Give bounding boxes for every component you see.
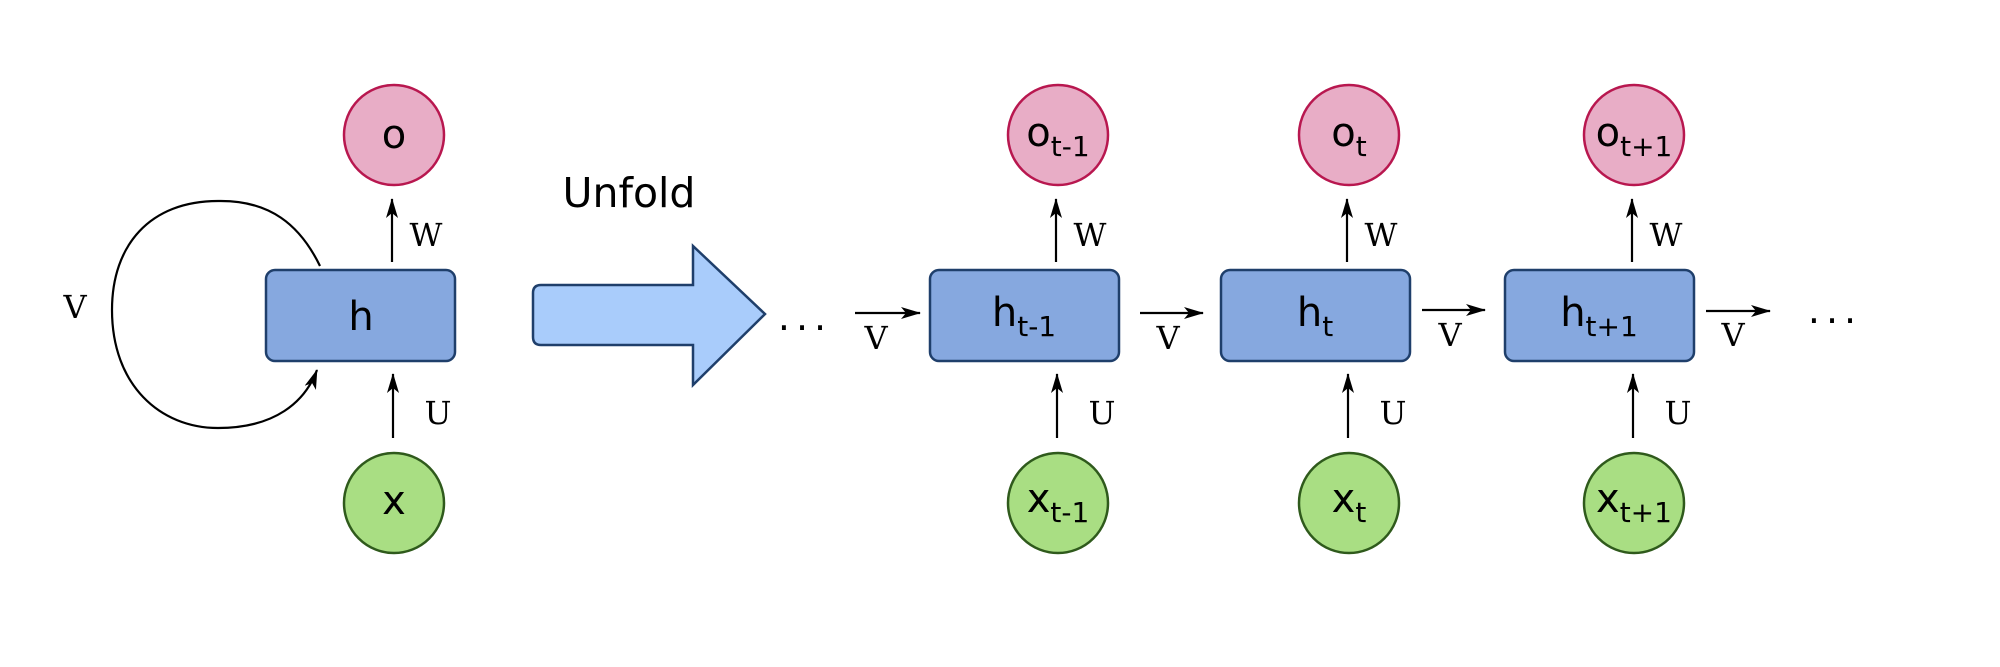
output-node: o xyxy=(342,83,446,187)
svg-text:xt: xt xyxy=(1332,476,1367,529)
unfold-arrow xyxy=(531,243,767,388)
recurrent-weight-label-out: V xyxy=(1720,316,1745,354)
svg-text:ht+1: ht+1 xyxy=(1560,290,1638,343)
unfolded-network: ... ... Vot-1Wht-1Uxt-1VotWhtUxtVot+1Wht… xyxy=(778,83,1862,555)
svg-text:ht: ht xyxy=(1297,290,1333,343)
hidden-node: h xyxy=(264,268,457,363)
input-weight-label: U xyxy=(1665,394,1692,432)
recurrent-weight-label: V xyxy=(62,288,87,326)
output-node: ot-1 xyxy=(1006,83,1110,187)
svg-text:xt+1: xt+1 xyxy=(1596,476,1672,529)
output-weight-label: W xyxy=(1650,216,1683,254)
svg-text:ht-1: ht-1 xyxy=(992,290,1056,343)
input-node: xt-1 xyxy=(1006,451,1110,555)
ellipsis-left: ... xyxy=(778,295,832,339)
input-node: xt+1 xyxy=(1582,451,1686,555)
recurrent-weight-label: V xyxy=(863,319,888,357)
folded-network: V o W h U x xyxy=(62,83,457,555)
input-node: x xyxy=(342,451,446,555)
svg-text:ot+1: ot+1 xyxy=(1596,110,1673,163)
svg-text:h: h xyxy=(348,294,373,340)
hidden-node: ht+1 xyxy=(1503,268,1696,363)
output-node: ot+1 xyxy=(1582,83,1686,187)
output-weight-label: W xyxy=(1365,216,1398,254)
output-node: ot xyxy=(1297,83,1401,187)
ellipsis-right: ... xyxy=(1808,288,1862,332)
svg-text:x: x xyxy=(382,478,406,524)
recurrent-weight-label: V xyxy=(1155,319,1180,357)
recurrent-loop-edge xyxy=(110,199,321,430)
svg-text:ot-1: ot-1 xyxy=(1026,110,1089,163)
output-weight-label: W xyxy=(410,216,443,254)
input-weight-label: U xyxy=(425,394,452,432)
unfold-label: Unfold xyxy=(563,169,696,217)
hidden-node: ht-1 xyxy=(928,268,1121,363)
recurrent-weight-label: V xyxy=(1437,316,1462,354)
svg-text:ot: ot xyxy=(1331,110,1366,163)
hidden-node: ht xyxy=(1219,268,1412,363)
svg-text:o: o xyxy=(382,112,406,158)
input-weight-label: U xyxy=(1089,394,1116,432)
output-weight-label: W xyxy=(1074,216,1107,254)
input-node: xt xyxy=(1297,451,1401,555)
svg-text:xt-1: xt-1 xyxy=(1027,476,1090,529)
input-weight-label: U xyxy=(1380,394,1407,432)
